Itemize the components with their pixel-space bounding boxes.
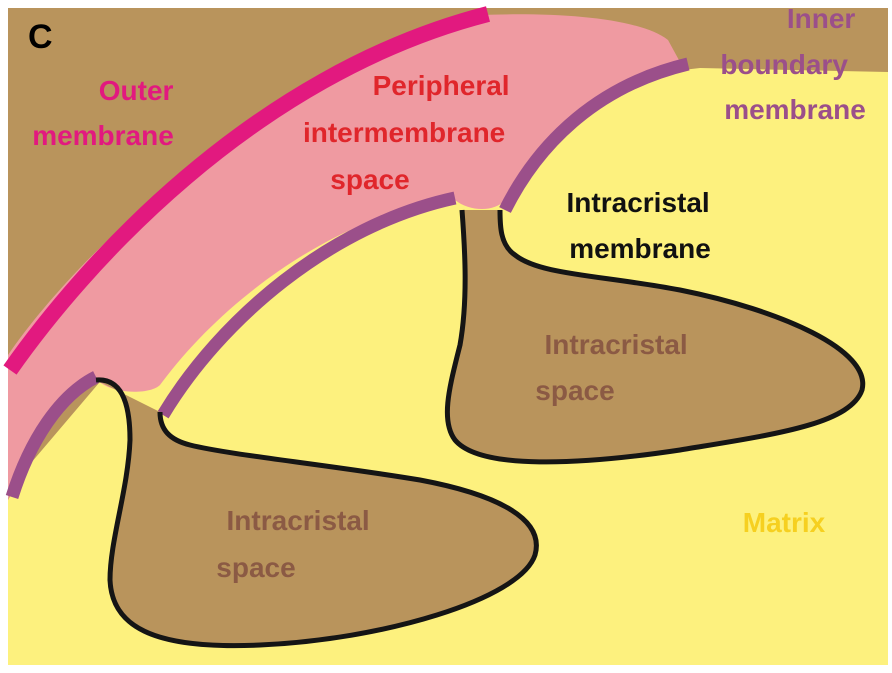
label-inner-boundary-line1: Inner	[787, 3, 856, 34]
label-intracristal-membrane-line1: Intracristal	[567, 187, 710, 218]
label-matrix: Matrix	[743, 507, 826, 538]
panel-letter: C	[28, 18, 53, 56]
label-intracristal-membrane-line2: membrane	[569, 233, 711, 264]
label-intracristal-space-right-line2: space	[535, 375, 614, 406]
label-intracristal-space-left-line1: Intracristal	[227, 505, 370, 536]
label-peripheral-line3: space	[330, 164, 409, 195]
label-peripheral-line1: Peripheral	[373, 70, 510, 101]
label-inner-boundary-line2: boundary	[720, 49, 848, 80]
label-outer-membrane-line2: membrane	[32, 120, 174, 151]
label-intracristal-space-right-line1: Intracristal	[545, 329, 688, 360]
label-outer-membrane-line1: Outer	[99, 75, 174, 106]
label-peripheral-line2: intermembrane	[303, 117, 505, 148]
label-intracristal-space-left-line2: space	[216, 552, 295, 583]
label-inner-boundary-line3: membrane	[724, 94, 866, 125]
